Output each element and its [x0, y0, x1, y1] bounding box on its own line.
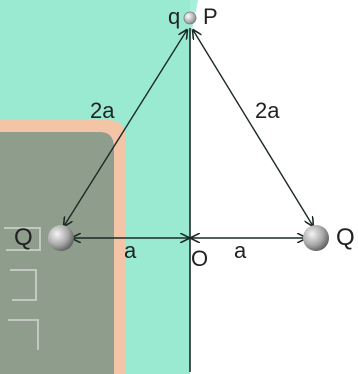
left-charge-sphere: [48, 225, 74, 251]
right-side-arrow: [193, 30, 313, 226]
left-charge-label: Q: [14, 224, 33, 251]
left-side-arrow: [64, 30, 187, 226]
origin-label: O: [191, 246, 209, 271]
inner-panel: [0, 132, 114, 374]
panel-texture: [4, 227, 41, 350]
left-half-base-label: a: [124, 238, 137, 263]
right-half-base-label: a: [234, 238, 247, 263]
right-white-region: [190, 0, 358, 374]
top-charge-label: q: [168, 4, 181, 29]
charge-q-sphere: [183, 11, 197, 25]
right-charge-sphere: [303, 225, 329, 251]
left-side-length-label: 2a: [90, 98, 115, 123]
point-label: P: [203, 4, 218, 29]
right-charge-label: Q: [336, 224, 355, 251]
right-side-length-label: 2a: [255, 98, 280, 123]
